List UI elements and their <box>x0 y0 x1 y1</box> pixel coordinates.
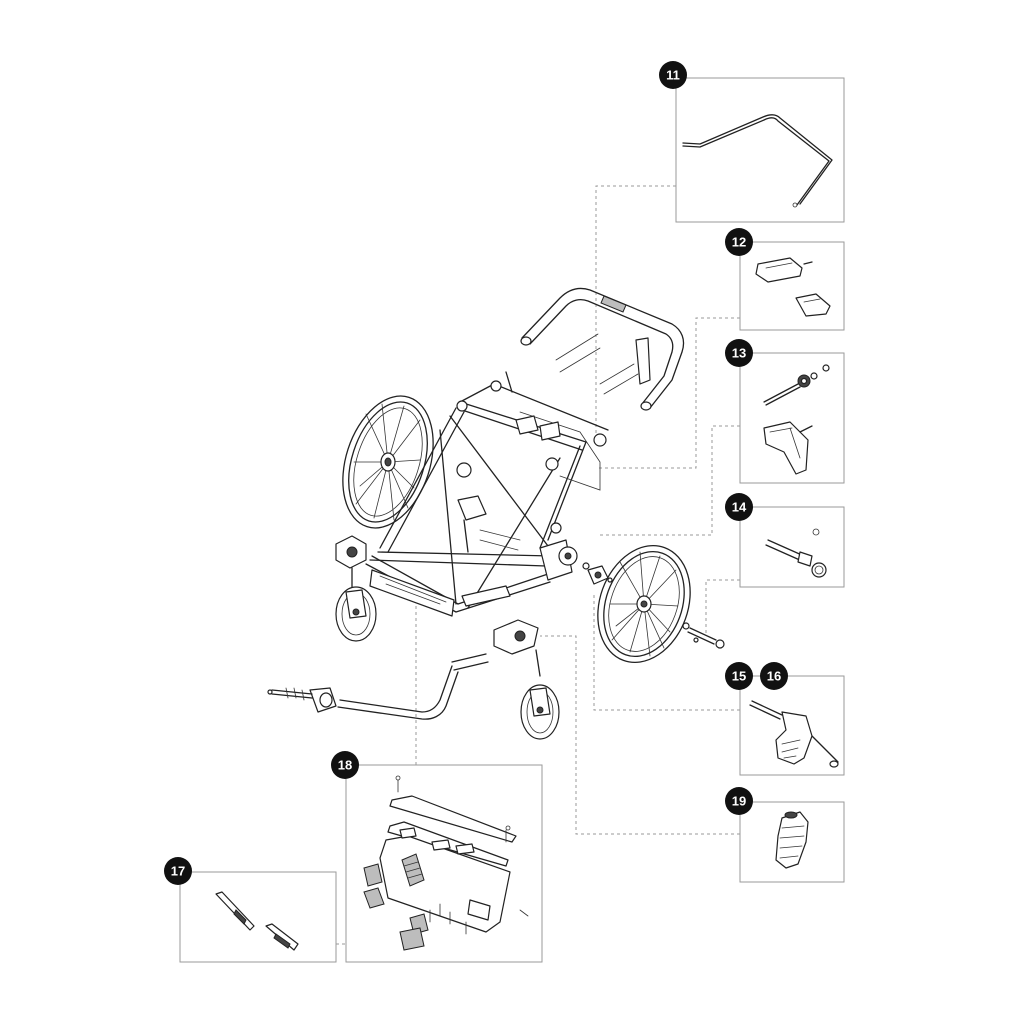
chassis-frame <box>365 371 609 617</box>
callout-13-label: 13 <box>732 346 746 361</box>
part-13-bolt-bracket <box>763 364 830 475</box>
callout-16[interactable]: 16 <box>760 662 788 690</box>
rear-wheel-left <box>342 395 434 529</box>
part-14-axle <box>765 528 827 578</box>
leader-15-16 <box>593 594 740 711</box>
hub-exploded <box>558 546 613 585</box>
part-12-clip <box>755 257 831 317</box>
callout-11-label: 11 <box>666 68 680 83</box>
main-assembly <box>267 287 725 740</box>
handlebar <box>520 287 685 411</box>
front-caster-right <box>493 619 560 740</box>
box-12 <box>739 241 845 331</box>
leader-13 <box>600 425 740 536</box>
part-17-reflectors <box>215 891 299 951</box>
leader-12 <box>596 317 740 469</box>
callout-17-label: 17 <box>171 864 185 879</box>
leader-19 <box>540 635 740 835</box>
callout-15[interactable]: 15 <box>725 662 753 690</box>
callout-11[interactable]: 11 <box>659 61 687 89</box>
callout-12[interactable]: 12 <box>725 228 753 256</box>
part-18-panel <box>363 775 529 951</box>
callout-15-label: 15 <box>732 669 746 684</box>
callout-14[interactable]: 14 <box>725 493 753 521</box>
part-15-16-bracket <box>749 700 839 768</box>
front-caster-left <box>335 535 377 642</box>
leader-11 <box>595 185 676 438</box>
box-17 <box>179 871 337 963</box>
callout-16-label: 16 <box>767 669 781 684</box>
leader-14 <box>705 579 740 636</box>
callout-17[interactable]: 17 <box>164 857 192 885</box>
part-11-wire-bar <box>682 114 833 208</box>
hitch-arm <box>267 653 489 720</box>
callout-14-label: 14 <box>732 500 747 515</box>
callout-19[interactable]: 19 <box>725 787 753 815</box>
hub-small-parts <box>682 622 725 649</box>
callout-13[interactable]: 13 <box>725 339 753 367</box>
callout-12-label: 12 <box>732 235 746 250</box>
part-19-grip <box>775 811 809 869</box>
part-boxes <box>179 77 845 963</box>
box-13 <box>739 352 845 484</box>
callout-18[interactable]: 18 <box>331 751 359 779</box>
box-14 <box>739 506 845 588</box>
callout-19-label: 19 <box>732 794 746 809</box>
rear-wheel-right <box>597 544 691 664</box>
callout-18-label: 18 <box>338 758 352 773</box>
